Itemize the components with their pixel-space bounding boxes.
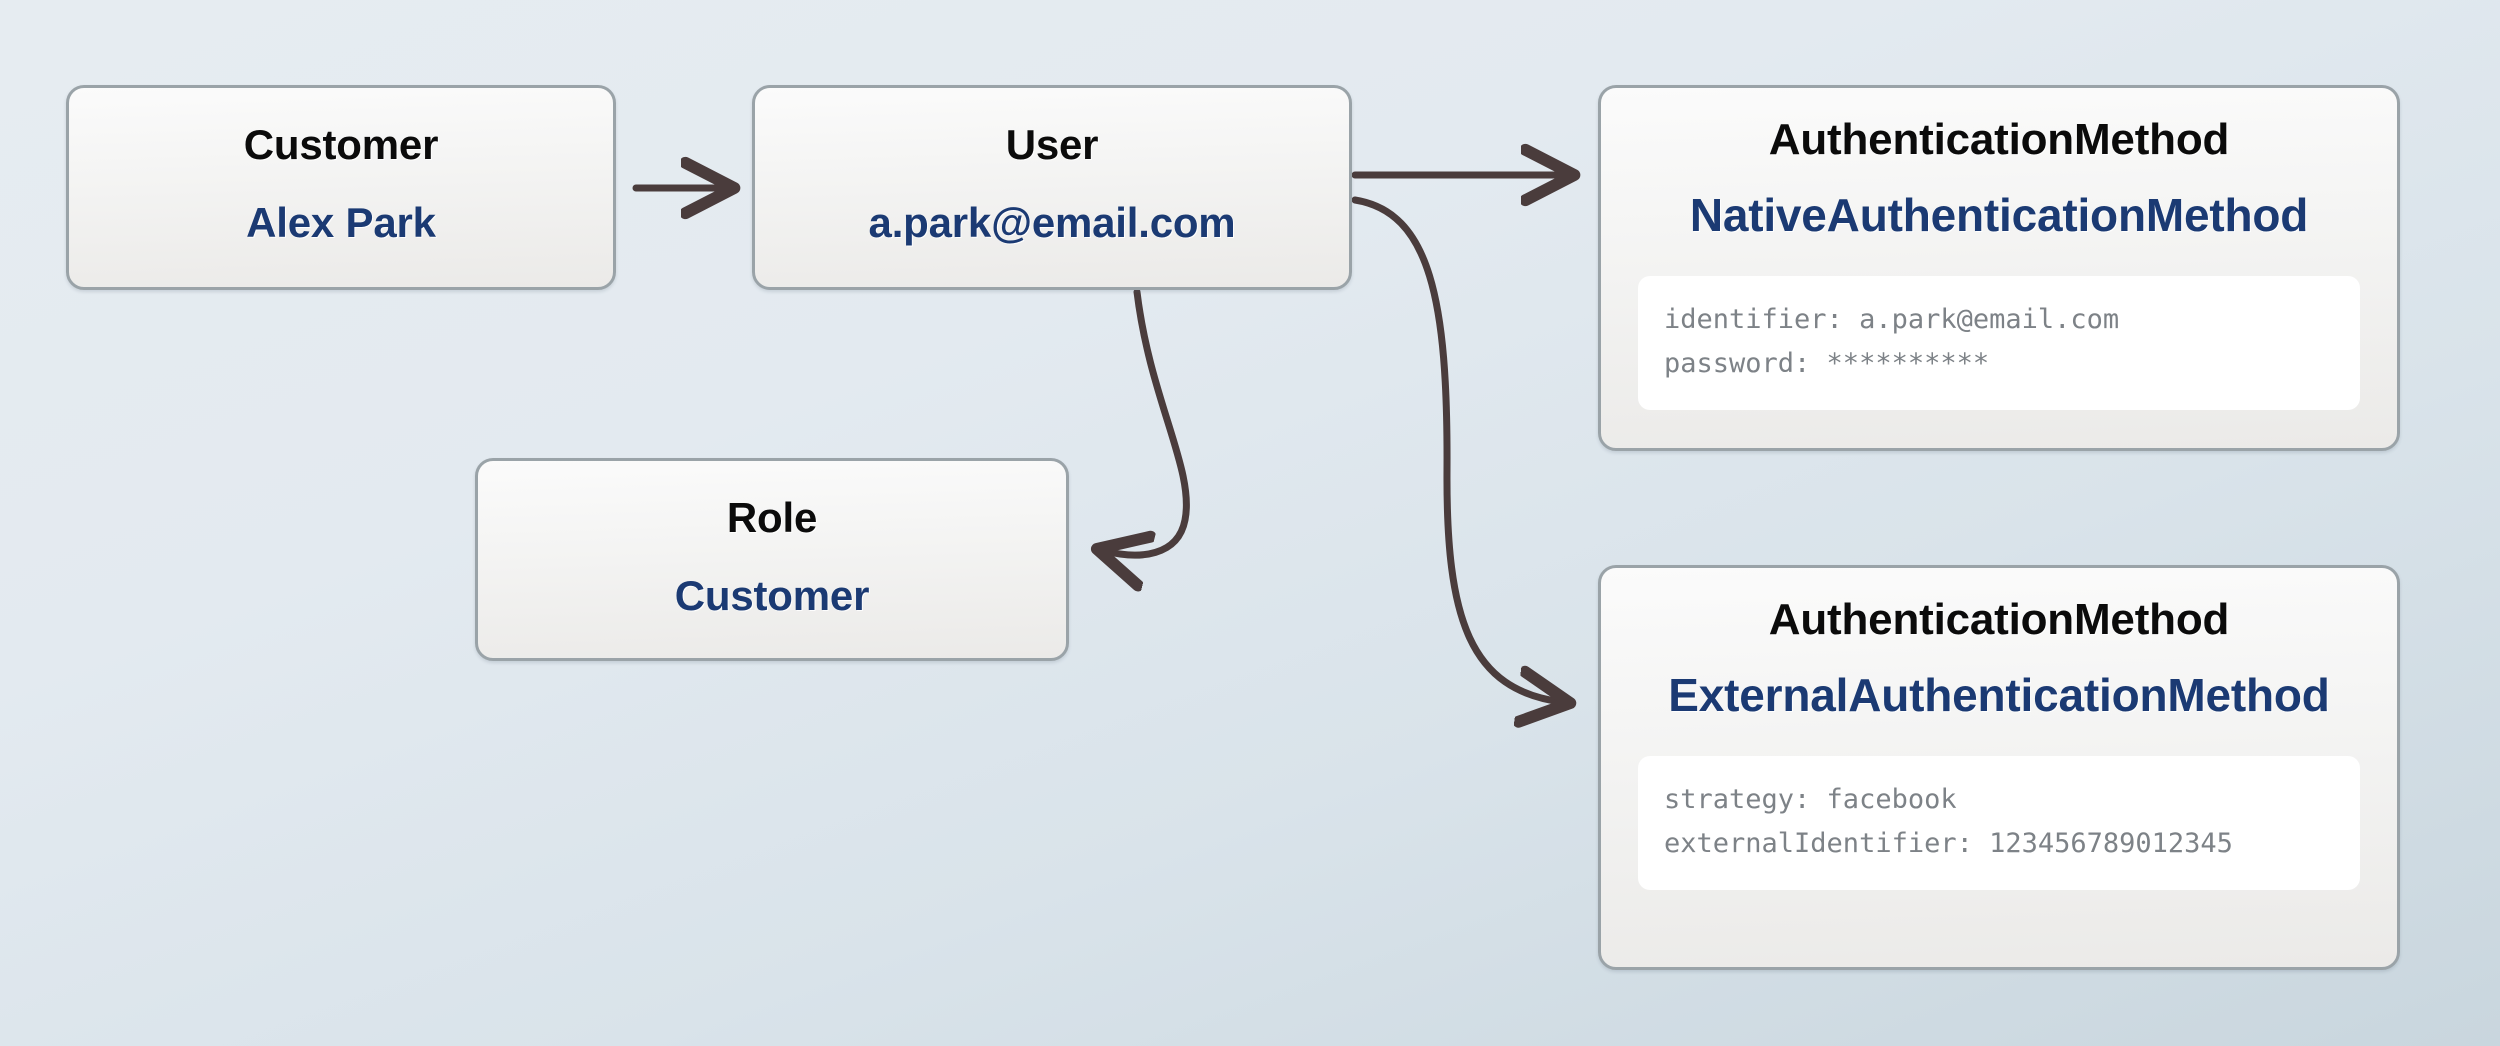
node-user-value: a.park@email.com bbox=[868, 198, 1236, 246]
node-role[interactable]: Role Customer bbox=[475, 458, 1069, 661]
node-customer-value: Alex Park bbox=[246, 198, 436, 246]
node-customer[interactable]: Customer Alex Park bbox=[66, 85, 616, 290]
connector-user-to-role bbox=[1105, 288, 1190, 555]
attribute-password: password: ********** bbox=[1664, 347, 1990, 379]
node-customer-type: Customer bbox=[243, 121, 439, 168]
node-user-type: User bbox=[1005, 121, 1099, 168]
attribute-identifier: identifier: a.park@email.com bbox=[1664, 304, 2120, 336]
attribute-strategy: strategy: facebook bbox=[1664, 784, 1957, 816]
node-native-auth-type: AuthenticationMethod bbox=[1768, 115, 2230, 164]
node-native-auth-attributes: identifier: a.park@email.com password: *… bbox=[1638, 276, 2360, 410]
node-role-value: Customer bbox=[674, 571, 870, 619]
node-external-authentication-method[interactable]: AuthenticationMethod ExternalAuthenticat… bbox=[1598, 565, 2400, 970]
node-external-auth-attributes: strategy: facebook externalIdentifier: 1… bbox=[1638, 756, 2360, 890]
attribute-external-identifier: externalIdentifier: 123456789012345 bbox=[1664, 827, 2233, 859]
node-native-auth-value: NativeAuthenticationMethod bbox=[1689, 188, 2309, 241]
node-external-auth-type: AuthenticationMethod bbox=[1768, 595, 2230, 644]
node-external-auth-value: ExternalAuthenticationMethod bbox=[1668, 668, 2330, 721]
connector-user-to-external-auth bbox=[1351, 196, 1562, 702]
node-user[interactable]: User a.park@email.com bbox=[752, 85, 1352, 290]
node-native-authentication-method[interactable]: AuthenticationMethod NativeAuthenticatio… bbox=[1598, 85, 2400, 451]
node-role-type: Role bbox=[726, 494, 818, 541]
